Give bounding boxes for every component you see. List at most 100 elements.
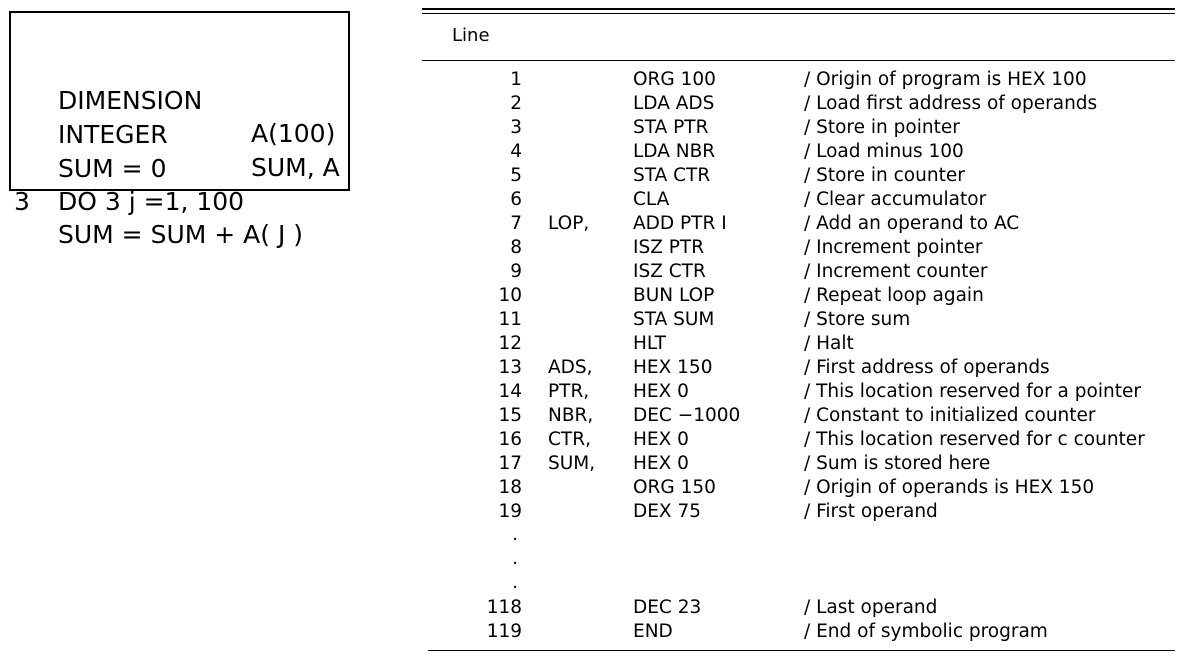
comment: / Origin of program is HEX 100: [804, 69, 1087, 90]
ellipsis-dot: .: [512, 548, 518, 569]
table-row: 15 NBR, DEC −1000 / Constant to initialized…: [430, 404, 1190, 428]
symbol-label: PTR,: [548, 381, 590, 402]
instruction: DEX 75: [633, 501, 702, 522]
table-row: 17 SUM, HEX 0 / Sum is stored here: [430, 452, 1190, 476]
comment: / Halt: [804, 333, 854, 354]
fortran-statement: SUM = SUM + A( J ): [58, 220, 304, 249]
instruction: LDA NBR: [633, 141, 716, 162]
instruction: HEX 150: [633, 357, 713, 378]
line-number: 7: [510, 213, 522, 234]
line-number: 2: [510, 93, 522, 114]
comment: / Increment pointer: [804, 237, 983, 258]
symbol-label: SUM,: [548, 453, 596, 474]
table-row: 14 PTR, HEX 0 / This location reserved for …: [430, 380, 1190, 404]
comment: / Store in counter: [804, 165, 965, 186]
instruction: HEX 0: [633, 381, 689, 402]
instruction: DEC −1000: [633, 405, 741, 426]
comment: / Sum is stored here: [804, 453, 991, 474]
line-number: 16: [498, 429, 522, 450]
comment: / Clear accumulator: [804, 189, 987, 210]
line-number: 15: [498, 405, 522, 426]
comment: / Store in pointer: [804, 117, 960, 138]
comment: / Load minus 100: [804, 141, 964, 162]
comment: / Load first address of operands: [804, 93, 1098, 114]
table-row: 4 LDA NBR / Load minus 100: [430, 140, 1190, 164]
table-bottom-rule: [428, 650, 1175, 651]
fortran-statement: DO 3 j =1, 100: [58, 187, 245, 216]
instruction: LDA ADS: [633, 93, 715, 114]
comment: / Constant to initialized counter: [804, 405, 1096, 426]
line-number: 6: [510, 189, 522, 210]
instruction: HEX 0: [633, 429, 689, 450]
line-number: 4: [510, 141, 522, 162]
line-number: 10: [498, 285, 522, 306]
table-top-rule: [422, 8, 1175, 10]
instruction: END: [633, 621, 673, 642]
table-header-rule: [422, 60, 1175, 61]
comment: / First address of operands: [804, 357, 1050, 378]
comment: / Store sum: [804, 309, 911, 330]
line-number: 18: [498, 477, 522, 498]
fortran-line: DIMENSION A(100): [11, 18, 348, 148]
instruction: ISZ PTR: [633, 237, 705, 258]
fortran-line: DO 3 j =1, 100: [11, 119, 348, 216]
instruction: STA PTR: [633, 117, 709, 138]
table-row: 3 STA PTR / Store in pointer: [430, 116, 1190, 140]
fortran-statement: SUM = 0: [58, 154, 167, 183]
ellipsis-dot: .: [512, 524, 518, 545]
comment: / Repeat loop again: [804, 285, 984, 306]
fortran-argument: A(100): [251, 119, 336, 148]
comment: / End of symbolic program: [804, 621, 1048, 642]
line-number: 3: [510, 117, 522, 138]
comment: / This location reserved for a pointer: [804, 381, 1141, 402]
comment: / Increment counter: [804, 261, 988, 282]
line-number: 5: [510, 165, 522, 186]
line-number: 17: [498, 453, 522, 474]
fortran-line: INTEGER SUM, A: [11, 52, 348, 182]
ellipsis-dot: .: [512, 572, 518, 593]
table-row: 7 LOP, ADD PTR I / Add an operand to AC: [430, 212, 1190, 236]
line-number: 8: [510, 237, 522, 258]
instruction: ADD PTR I: [633, 213, 727, 234]
comment: / First operand: [804, 501, 938, 522]
fortran-statement: DIMENSION: [58, 86, 203, 115]
table-row: 6 CLA / Clear accumulator: [430, 188, 1190, 212]
ellipsis-row: .: [430, 524, 1190, 548]
table-row: 9 ISZ CTR / Increment counter: [430, 260, 1190, 284]
line-number: 1: [510, 69, 522, 90]
comment: / Origin of operands is HEX 150: [804, 477, 1095, 498]
instruction: STA SUM: [633, 309, 715, 330]
fortran-statement: INTEGER: [58, 120, 168, 149]
instruction: HEX 0: [633, 453, 689, 474]
comment: / Last operand: [804, 597, 938, 618]
fortran-program-box: DIMENSION A(100) INTEGER SUM, A SUM = 0 …: [9, 11, 350, 249]
comment: / Add an operand to AC: [804, 213, 1020, 234]
table-row: 8 ISZ PTR / Increment pointer: [430, 236, 1190, 260]
fortran-line: SUM = 0: [11, 86, 348, 183]
column-header-line: Line: [452, 25, 490, 46]
instruction: DEC 23: [633, 597, 702, 618]
symbol-label: NBR,: [548, 405, 594, 426]
symbol-label: LOP,: [548, 213, 590, 234]
ellipsis-row: .: [430, 572, 1190, 596]
instruction: ISZ CTR: [633, 261, 706, 282]
line-number: 14: [498, 381, 522, 402]
instruction: HLT: [633, 333, 666, 354]
instruction: CLA: [633, 189, 670, 210]
line-number: 9: [510, 261, 522, 282]
fortran-line: 3 SUM = SUM + A( J ): [11, 152, 348, 249]
ellipsis-row: .: [430, 548, 1190, 572]
table-row: 11 STA SUM / Store sum: [430, 308, 1190, 332]
line-number: 11: [498, 309, 522, 330]
instruction: ORG 150: [633, 477, 716, 498]
symbol-label: ADS,: [548, 357, 593, 378]
